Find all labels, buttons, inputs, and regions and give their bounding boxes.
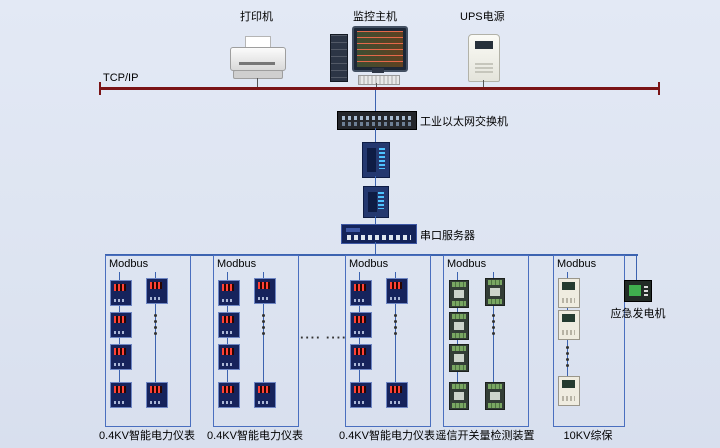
ups-icon	[468, 34, 500, 82]
monitoring-host-icon	[330, 26, 412, 85]
modbus-group-4: Modbus	[443, 255, 529, 427]
modbus-group-2: Modbus	[213, 255, 299, 427]
protection-relay-icon	[558, 278, 580, 308]
monitor-icon	[352, 26, 408, 72]
power-meter-icon	[386, 278, 408, 304]
vertical-ellipsis-icon	[566, 346, 569, 349]
power-meter-icon	[110, 280, 132, 306]
power-meter-icon	[254, 382, 276, 408]
more-groups-ellipsis: ···· ····	[300, 330, 348, 345]
io-module-icon	[449, 312, 469, 340]
protection-relay-icon	[558, 376, 580, 406]
io-module-icon	[449, 344, 469, 372]
power-meter-icon	[146, 278, 168, 304]
modbus-label: Modbus	[447, 258, 487, 270]
group-caption-1: 0.4KV智能电力仪表	[99, 430, 195, 442]
modbus-group-1: Modbus	[105, 255, 191, 427]
io-module-icon	[449, 280, 469, 308]
group-caption-2: 0.4KV智能电力仪表	[207, 430, 303, 442]
power-meter-icon	[218, 344, 240, 370]
modbus-label: Modbus	[217, 258, 257, 270]
connector-line	[375, 242, 376, 254]
serial-server-label: 串口服务器	[420, 230, 475, 242]
power-meter-icon	[350, 344, 372, 370]
vertical-ellipsis-icon	[492, 314, 495, 317]
io-module-icon	[449, 382, 469, 410]
media-converter-icon	[363, 186, 389, 218]
bus-endcap	[99, 82, 101, 95]
ups-label: UPS电源	[460, 11, 505, 23]
io-module-icon	[485, 382, 505, 410]
vertical-ellipsis-icon	[262, 314, 265, 317]
power-meter-icon	[110, 382, 132, 408]
generator-label: 应急发电机	[610, 308, 666, 320]
keyboard-icon	[358, 75, 400, 85]
printer-icon	[230, 36, 286, 79]
protection-relay-icon	[558, 310, 580, 340]
power-meter-icon	[110, 312, 132, 338]
connector-line	[257, 78, 258, 88]
modbus-group-3: Modbus	[345, 255, 431, 427]
connector-line	[375, 90, 376, 111]
ethernet-switch-icon	[337, 111, 417, 130]
tcpip-label: TCP/IP	[103, 72, 139, 84]
vertical-ellipsis-icon	[154, 314, 157, 317]
connector-line	[375, 176, 376, 186]
connector-line	[376, 83, 377, 88]
modbus-label: Modbus	[349, 258, 389, 270]
generator-controller-icon	[624, 280, 652, 302]
bus-endcap	[658, 82, 660, 95]
printer-label: 打印机	[240, 11, 273, 23]
power-meter-icon	[350, 280, 372, 306]
vertical-ellipsis-icon	[394, 314, 397, 317]
monitor-label: 监控主机	[353, 11, 397, 23]
group-caption-3: 0.4KV智能电力仪表	[339, 430, 435, 442]
modbus-label: Modbus	[109, 258, 149, 270]
power-meter-icon	[254, 278, 276, 304]
group-caption-5: 10KV综保	[563, 430, 613, 442]
io-module-icon	[485, 278, 505, 306]
modbus-label: Modbus	[557, 258, 597, 270]
modbus-group-5: Modbus	[553, 255, 625, 427]
tcpip-bus	[100, 87, 659, 90]
connector-line	[375, 128, 376, 142]
pc-tower-icon	[330, 34, 348, 82]
power-meter-icon	[218, 280, 240, 306]
power-meter-icon	[146, 382, 168, 408]
power-meter-icon	[218, 312, 240, 338]
power-meter-icon	[218, 382, 240, 408]
ethernet-switch-label: 工业以太网交换机	[420, 116, 508, 128]
power-meter-icon	[350, 382, 372, 408]
power-meter-icon	[386, 382, 408, 408]
connector-line	[375, 216, 376, 224]
power-meter-icon	[110, 344, 132, 370]
group-caption-4: 遥信开关量检测装置	[435, 430, 535, 442]
connector-line	[483, 80, 484, 88]
power-meter-icon	[350, 312, 372, 338]
media-converter-icon	[362, 142, 390, 178]
connector-line	[636, 255, 637, 280]
serial-server-icon	[341, 224, 417, 244]
